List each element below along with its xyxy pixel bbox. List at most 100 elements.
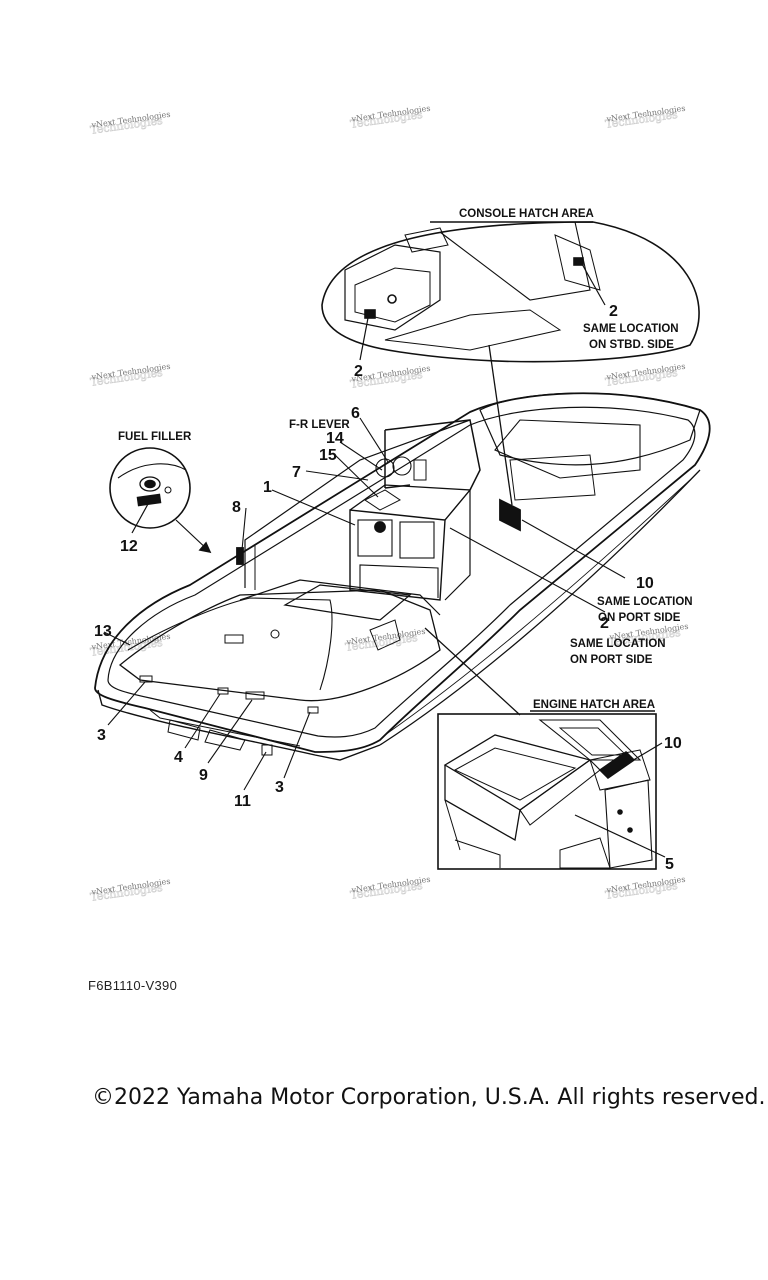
same-location-stbd-line1: SAME LOCATION bbox=[583, 323, 679, 335]
copyright-notice: ©2022 Yamaha Motor Corporation, U.S.A. A… bbox=[92, 1085, 766, 1110]
part-number-11: 11 bbox=[234, 793, 251, 810]
console-hatch-inset bbox=[321, 221, 700, 506]
bow-seating bbox=[494, 419, 641, 479]
part-number-2-console: 2 bbox=[354, 363, 363, 380]
console-edge bbox=[439, 221, 591, 301]
hull-side-line bbox=[379, 469, 701, 746]
engine-bay-inner bbox=[558, 727, 628, 756]
transom-fitting-2 bbox=[204, 729, 246, 751]
console-inset-outline bbox=[321, 221, 700, 363]
leader-12 bbox=[131, 503, 149, 534]
watermark: Technologies vNext Technologies bbox=[344, 627, 426, 654]
part-number-13: 13 bbox=[94, 623, 112, 640]
transom-fitting bbox=[167, 719, 201, 741]
hull-bottom-line bbox=[97, 689, 381, 761]
engine-hatch-cover bbox=[283, 584, 412, 621]
part-number-7: 7 bbox=[292, 464, 301, 481]
engine-bolt-1 bbox=[617, 809, 623, 815]
leader-10-port bbox=[521, 519, 626, 579]
helm-panel-right bbox=[399, 521, 435, 559]
leader-9 bbox=[207, 699, 253, 764]
leader-3-right bbox=[283, 711, 311, 779]
stern-cutout bbox=[224, 634, 244, 644]
leader-2-right bbox=[581, 263, 606, 306]
watermark: Technologies vNext Technologies bbox=[604, 362, 686, 389]
part-number-6: 6 bbox=[351, 405, 360, 422]
boat-body bbox=[94, 392, 711, 761]
part-number-10-engine: 10 bbox=[664, 735, 682, 752]
stern-seat bbox=[127, 597, 333, 691]
fuel-pointer-arrow bbox=[198, 541, 212, 554]
leader-13 bbox=[103, 631, 131, 646]
part-number-3-left: 3 bbox=[97, 727, 106, 744]
leader-4 bbox=[184, 693, 221, 749]
helm-panel-left bbox=[357, 519, 393, 557]
engine-inset-frame bbox=[437, 713, 657, 870]
engine-hatch-lid-inner bbox=[453, 747, 577, 801]
bow-console-area bbox=[509, 454, 596, 501]
fuel-deck-edge bbox=[117, 463, 187, 479]
fr-lever-label: F-R LEVER bbox=[289, 419, 350, 431]
watermark: Technologies vNext Technologies bbox=[349, 104, 431, 131]
part-number-3-right: 3 bbox=[275, 779, 284, 796]
gauge-display bbox=[413, 459, 427, 481]
stern-fitting bbox=[270, 629, 280, 639]
fuel-cap-center bbox=[144, 479, 156, 489]
decal-8-marker bbox=[236, 547, 244, 565]
same-location-port-b-line2: ON PORT SIDE bbox=[570, 654, 653, 666]
leader-7 bbox=[305, 470, 369, 481]
engine-pointer-line bbox=[424, 627, 521, 716]
engine-bolt-2 bbox=[627, 827, 633, 833]
engine-hatch-box bbox=[444, 765, 521, 842]
watermark: Technologies vNext Technologies bbox=[89, 877, 171, 904]
fuel-filler-circle bbox=[109, 447, 191, 529]
decal-3-marker-left bbox=[139, 675, 153, 683]
callout-texts: CONSOLE HATCH AREA SAME LOCATION ON STBD… bbox=[118, 208, 693, 711]
gauge-right bbox=[392, 456, 412, 476]
watermark: Technologies vNext Technologies bbox=[89, 362, 171, 389]
leader-2-port bbox=[449, 527, 606, 613]
engine-hatch-inset bbox=[437, 710, 666, 870]
leader-6 bbox=[359, 417, 389, 463]
diagram-code: F6B1110-V390 bbox=[88, 978, 178, 993]
watermark: Technologies vNext Technologies bbox=[89, 110, 171, 137]
decal-12-marker bbox=[136, 493, 162, 507]
same-location-port-a-line1: SAME LOCATION bbox=[597, 596, 693, 608]
leader-3-left bbox=[107, 681, 146, 726]
engine-bay-top bbox=[538, 719, 642, 761]
hull-gunwale bbox=[107, 406, 696, 738]
same-location-port-b-line1: SAME LOCATION bbox=[570, 638, 666, 650]
decal-11-marker bbox=[261, 744, 273, 756]
console-hatch-panel bbox=[344, 244, 441, 331]
engine-hatch-area-label: ENGINE HATCH AREA bbox=[533, 699, 655, 711]
hull-chine bbox=[149, 709, 301, 747]
part-number-4: 4 bbox=[174, 749, 183, 766]
decal-2-marker-bow bbox=[499, 498, 521, 532]
console-pointer-line bbox=[488, 344, 513, 506]
leader-11 bbox=[243, 751, 267, 791]
console-hinge bbox=[404, 227, 449, 253]
engine-floor-panel bbox=[559, 837, 611, 869]
cockpit-rim bbox=[244, 419, 471, 588]
console-floor bbox=[384, 309, 562, 351]
part-number-9: 9 bbox=[199, 767, 208, 784]
decal-10-marker-engine bbox=[598, 750, 636, 780]
same-location-port-a-line2: ON PORT SIDE bbox=[598, 612, 681, 624]
side-vent bbox=[369, 619, 401, 651]
decal-9-marker bbox=[245, 691, 265, 700]
decal-4-marker bbox=[217, 687, 229, 695]
part-number-1: 1 bbox=[263, 479, 272, 496]
decal-3-marker-right bbox=[307, 706, 319, 714]
part-number-5: 5 bbox=[665, 856, 674, 873]
engine-hatch-edge bbox=[239, 579, 441, 616]
engine-box-detail bbox=[444, 799, 501, 868]
swim-platform-deck bbox=[118, 589, 441, 702]
helm-key-switch bbox=[374, 521, 386, 533]
hull-outline bbox=[94, 392, 711, 753]
console-side-panel bbox=[554, 234, 601, 291]
leader-14 bbox=[339, 441, 383, 471]
fuel-filler-label: FUEL FILLER bbox=[118, 431, 192, 443]
part-numbers: 2 2 6 14 15 7 1 8 12 10 2 13 3 4 9 3 11 … bbox=[94, 303, 682, 873]
leader-5 bbox=[574, 814, 666, 858]
gauge-left bbox=[375, 458, 395, 478]
